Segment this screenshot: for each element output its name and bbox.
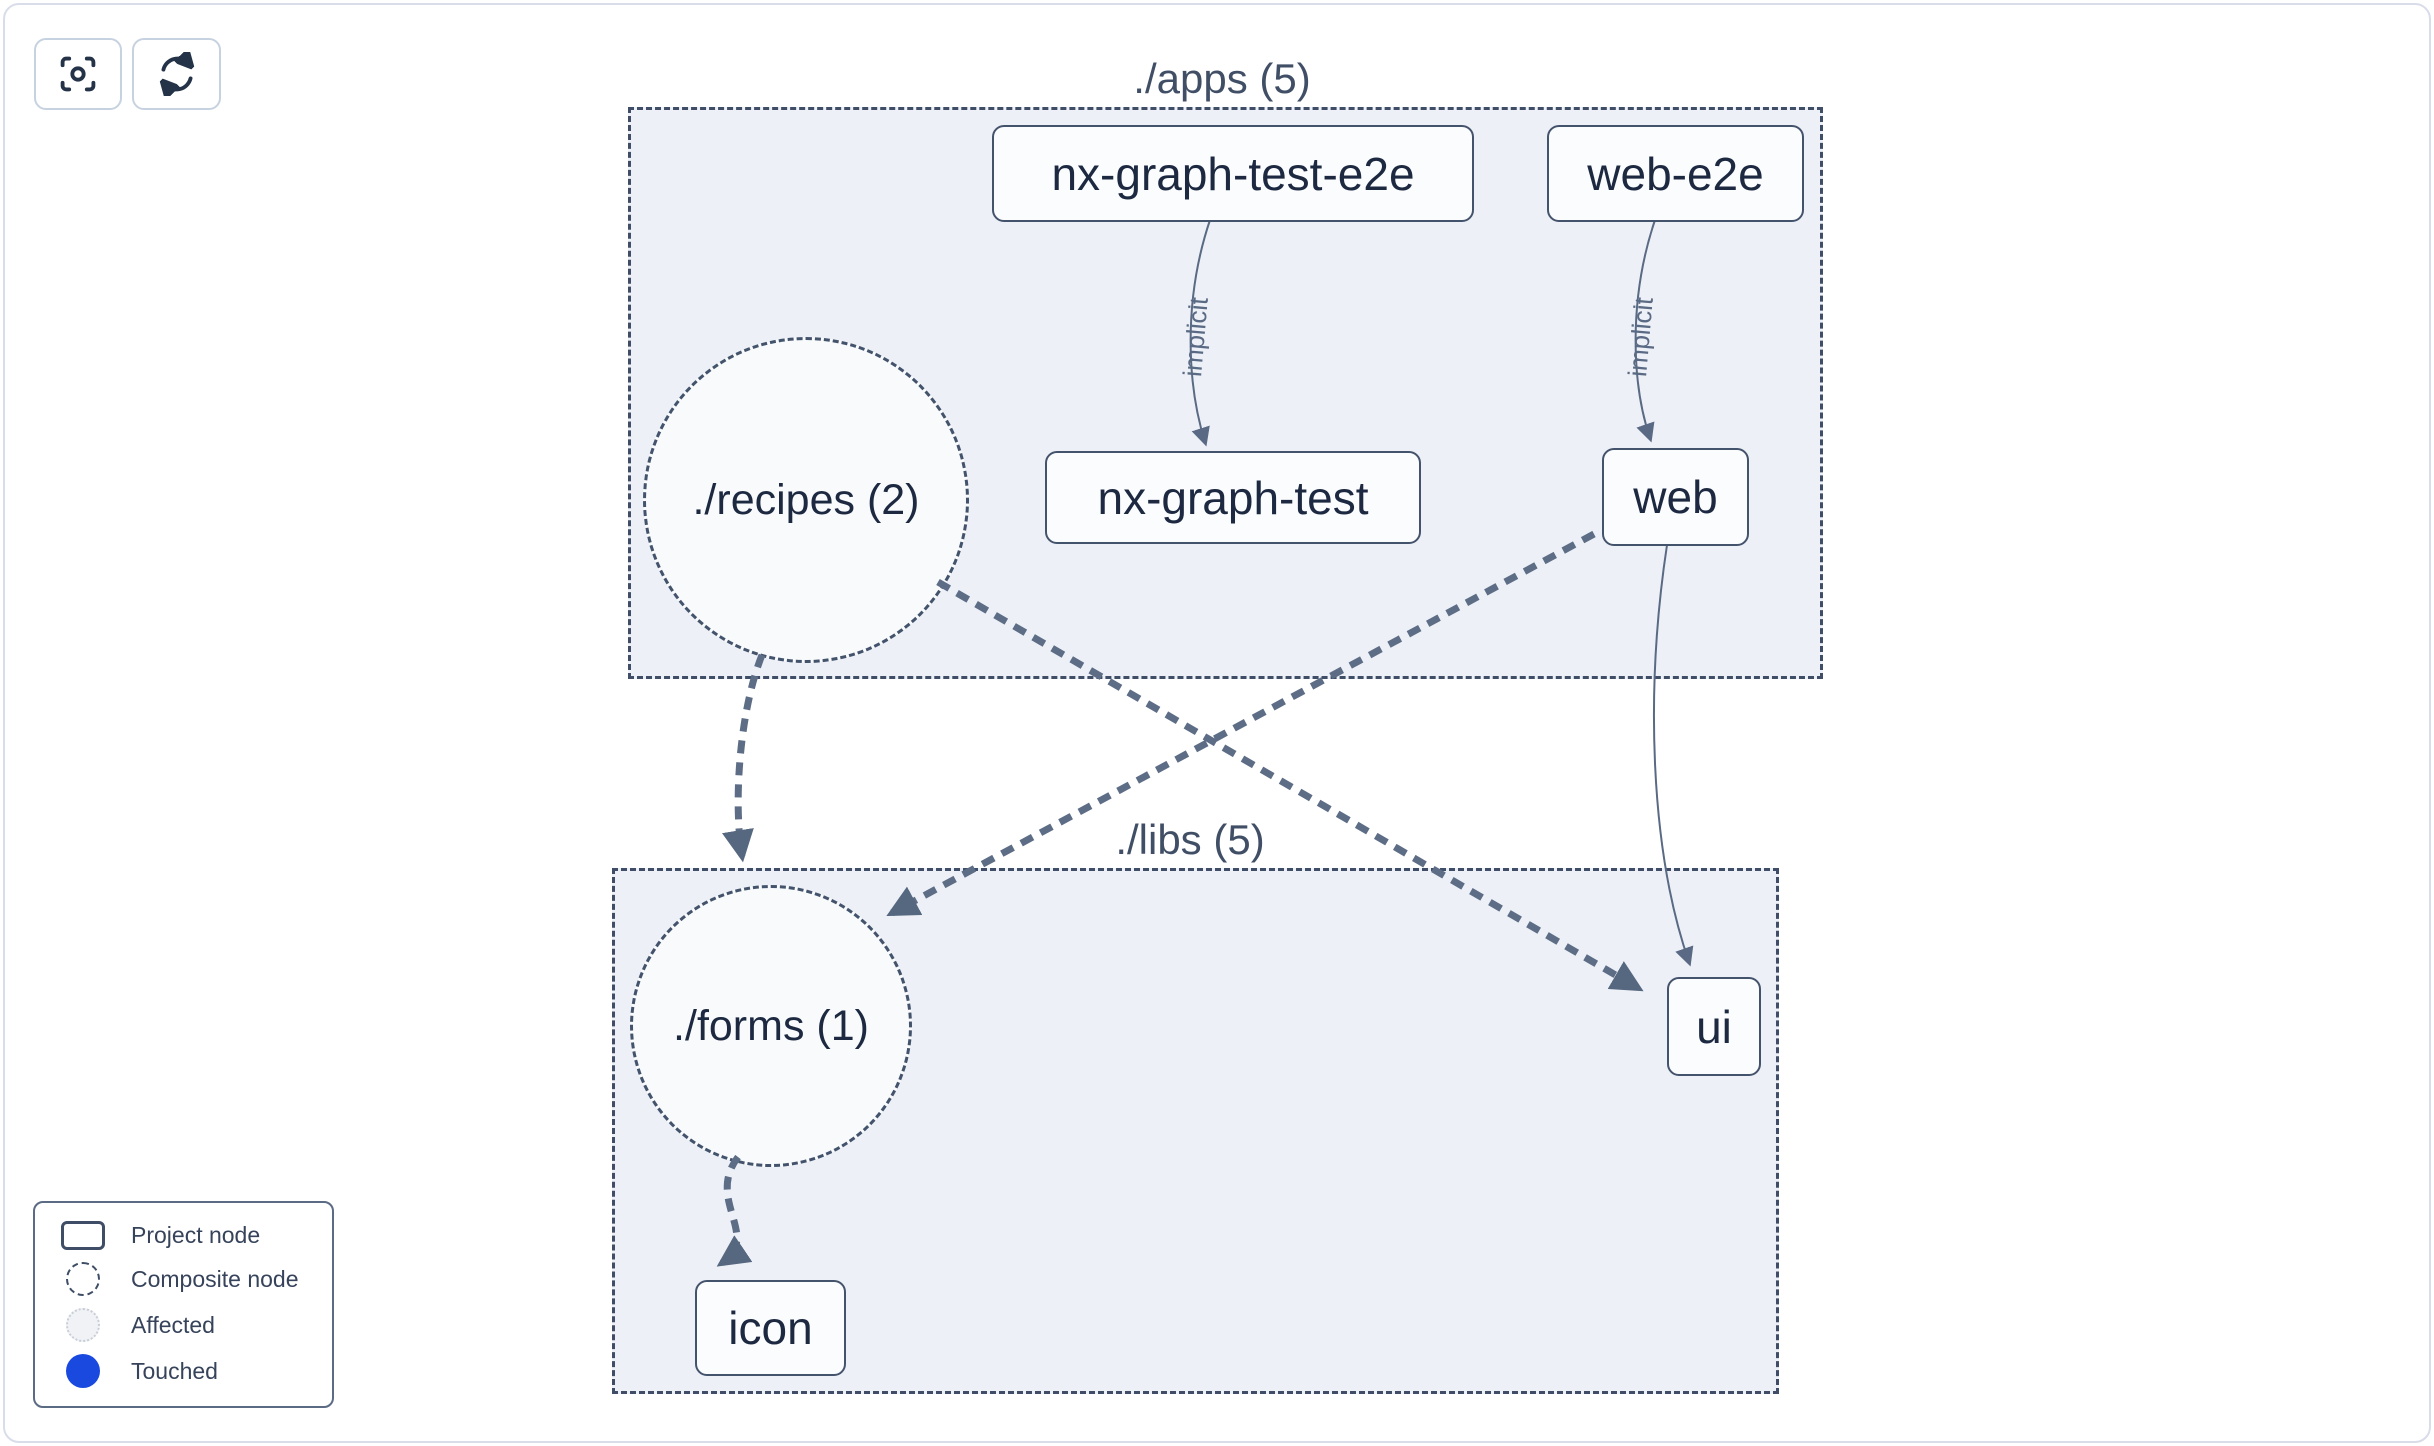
project-node-ui[interactable]: ui xyxy=(1667,977,1761,1076)
affected-swatch xyxy=(66,1308,100,1342)
project-node-icon[interactable]: icon xyxy=(695,1280,846,1376)
edge-web-to-forms[interactable] xyxy=(886,530,1596,917)
refresh-graph-button[interactable] xyxy=(132,38,221,110)
legend-item-composite-node: Composite node xyxy=(35,1262,332,1296)
edge-recipes-to-ui[interactable] xyxy=(936,578,1644,992)
page-border xyxy=(3,3,2431,1443)
center-graph-button[interactable] xyxy=(34,38,122,110)
project-node-nx-graph-test-e2e[interactable]: nx-graph-test-e2e xyxy=(992,125,1474,222)
legend-label-touched: Touched xyxy=(131,1357,218,1384)
composite-node-recipes-label: ./recipes (2) xyxy=(692,475,920,524)
composite-node-forms-label: ./forms (1) xyxy=(673,1001,869,1050)
legend-item-touched: Touched xyxy=(35,1354,332,1388)
focus-icon xyxy=(56,52,100,96)
refresh-icon xyxy=(155,52,199,96)
legend-label-project-node: Project node xyxy=(131,1222,261,1248)
project-node-web-label: web xyxy=(1633,471,1718,523)
edge-recipes-to-forms[interactable] xyxy=(722,653,766,863)
composite-node-forms[interactable]: ./forms (1) xyxy=(630,885,912,1167)
group-apps-label: ./apps (5) xyxy=(1133,55,1311,102)
project-node-web-e2e-label: web-e2e xyxy=(1587,147,1764,200)
legend-label-affected: Affected xyxy=(131,1311,215,1338)
project-node-ui-label: ui xyxy=(1696,1000,1732,1053)
legend-label-composite-node: Composite node xyxy=(131,1265,299,1292)
project-node-swatch xyxy=(61,1221,105,1250)
edge-web-to-ui[interactable] xyxy=(1652,544,1694,967)
edge-nx-graph-test-e2e-to-nx-graph-test[interactable] xyxy=(1189,219,1211,447)
project-node-nx-graph-test-label: nx-graph-test xyxy=(1097,471,1369,524)
composite-node-swatch xyxy=(66,1262,100,1296)
project-node-nx-graph-test[interactable]: nx-graph-test xyxy=(1045,451,1421,544)
project-node-web-e2e[interactable]: web-e2e xyxy=(1547,125,1804,222)
edge-forms-to-icon[interactable] xyxy=(716,1154,753,1267)
group-libs-label: ./libs (5) xyxy=(1115,816,1265,863)
project-node-web[interactable]: web xyxy=(1602,448,1749,546)
legend: Project node Composite node Affected Tou… xyxy=(33,1201,334,1408)
project-node-nx-graph-test-e2e-label: nx-graph-test-e2e xyxy=(1051,147,1415,200)
legend-item-project-node: Project node xyxy=(35,1221,332,1250)
touched-swatch xyxy=(66,1354,100,1388)
edge-web-e2e-to-web[interactable] xyxy=(1634,219,1656,443)
composite-node-recipes[interactable]: ./recipes (2) xyxy=(643,337,969,663)
legend-item-affected: Affected xyxy=(35,1308,332,1342)
project-node-icon-label: icon xyxy=(728,1302,813,1354)
